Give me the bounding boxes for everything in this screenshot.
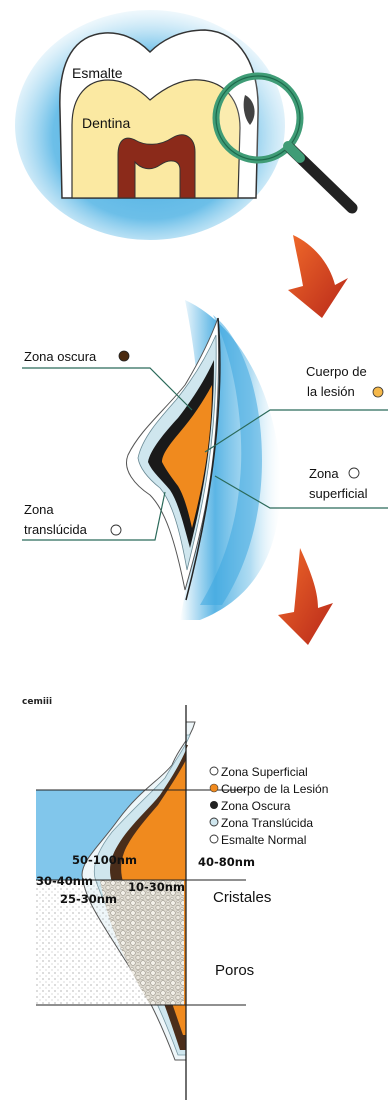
dark-zone-marker <box>119 351 129 361</box>
cut-text: cemiii <box>22 697 52 707</box>
dentin-shape <box>72 80 240 198</box>
arrow-down-icon <box>288 235 348 318</box>
legend-label-1: Cuerpo de la Lesión <box>221 782 328 796</box>
lesion-body-marker <box>373 387 383 397</box>
pores-label: Poros <box>215 962 254 979</box>
translucent-zone-label-line1: Zona <box>24 502 54 517</box>
enamel-label: Esmalte <box>72 65 123 81</box>
crystal-size-30-40: 30-40nm <box>36 874 93 888</box>
surface-zone-marker <box>349 468 359 478</box>
legend-marker-1 <box>210 784 218 792</box>
magnifier-neck <box>288 146 300 158</box>
lesion-closeup-panel: Zona oscura Cuerpo de la lesión Zona sup… <box>22 300 388 620</box>
crystal-size-25-30: 25-30nm <box>60 892 117 906</box>
legend-label-2: Zona Oscura <box>221 799 291 813</box>
translucent-zone-label-line2: translúcida <box>24 522 88 537</box>
lesion-body-label-line2: la lesión <box>307 384 355 399</box>
crystals-label: Cristales <box>213 889 271 906</box>
legend-marker-3 <box>210 818 218 826</box>
legend-marker-4 <box>210 835 218 843</box>
leader-dark-zone <box>22 368 192 410</box>
dentin-label: Dentina <box>82 115 130 131</box>
legend: Zona Superficial Cuerpo de la Lesión Zon… <box>210 765 328 847</box>
legend-label-4: Esmalte Normal <box>221 833 306 847</box>
surface-zone-label-line2: superficial <box>309 486 368 501</box>
crystal-size-50-100: 50-100nm <box>72 853 137 867</box>
crystal-size-10-30: 10-30nm <box>128 880 185 894</box>
tooth-panel: Esmalte Dentina <box>15 10 352 240</box>
lesion-body-label-line1: Cuerpo de <box>306 364 367 379</box>
legend-label-3: Zona Translúcida <box>221 816 313 830</box>
surface-zone-label-line1: Zona <box>309 466 339 481</box>
arrow-down-icon <box>278 548 333 645</box>
crystal-size-40-80: 40-80nm <box>198 855 255 869</box>
legend-marker-0 <box>210 767 218 775</box>
dark-zone-label: Zona oscura <box>24 349 97 364</box>
legend-marker-2 <box>210 801 218 809</box>
legend-label-0: Zona Superficial <box>221 765 308 779</box>
zones-detail-panel: cemiii Zona Superficial Cuerpo de la Les… <box>22 697 328 1100</box>
translucent-zone-marker <box>111 525 121 535</box>
